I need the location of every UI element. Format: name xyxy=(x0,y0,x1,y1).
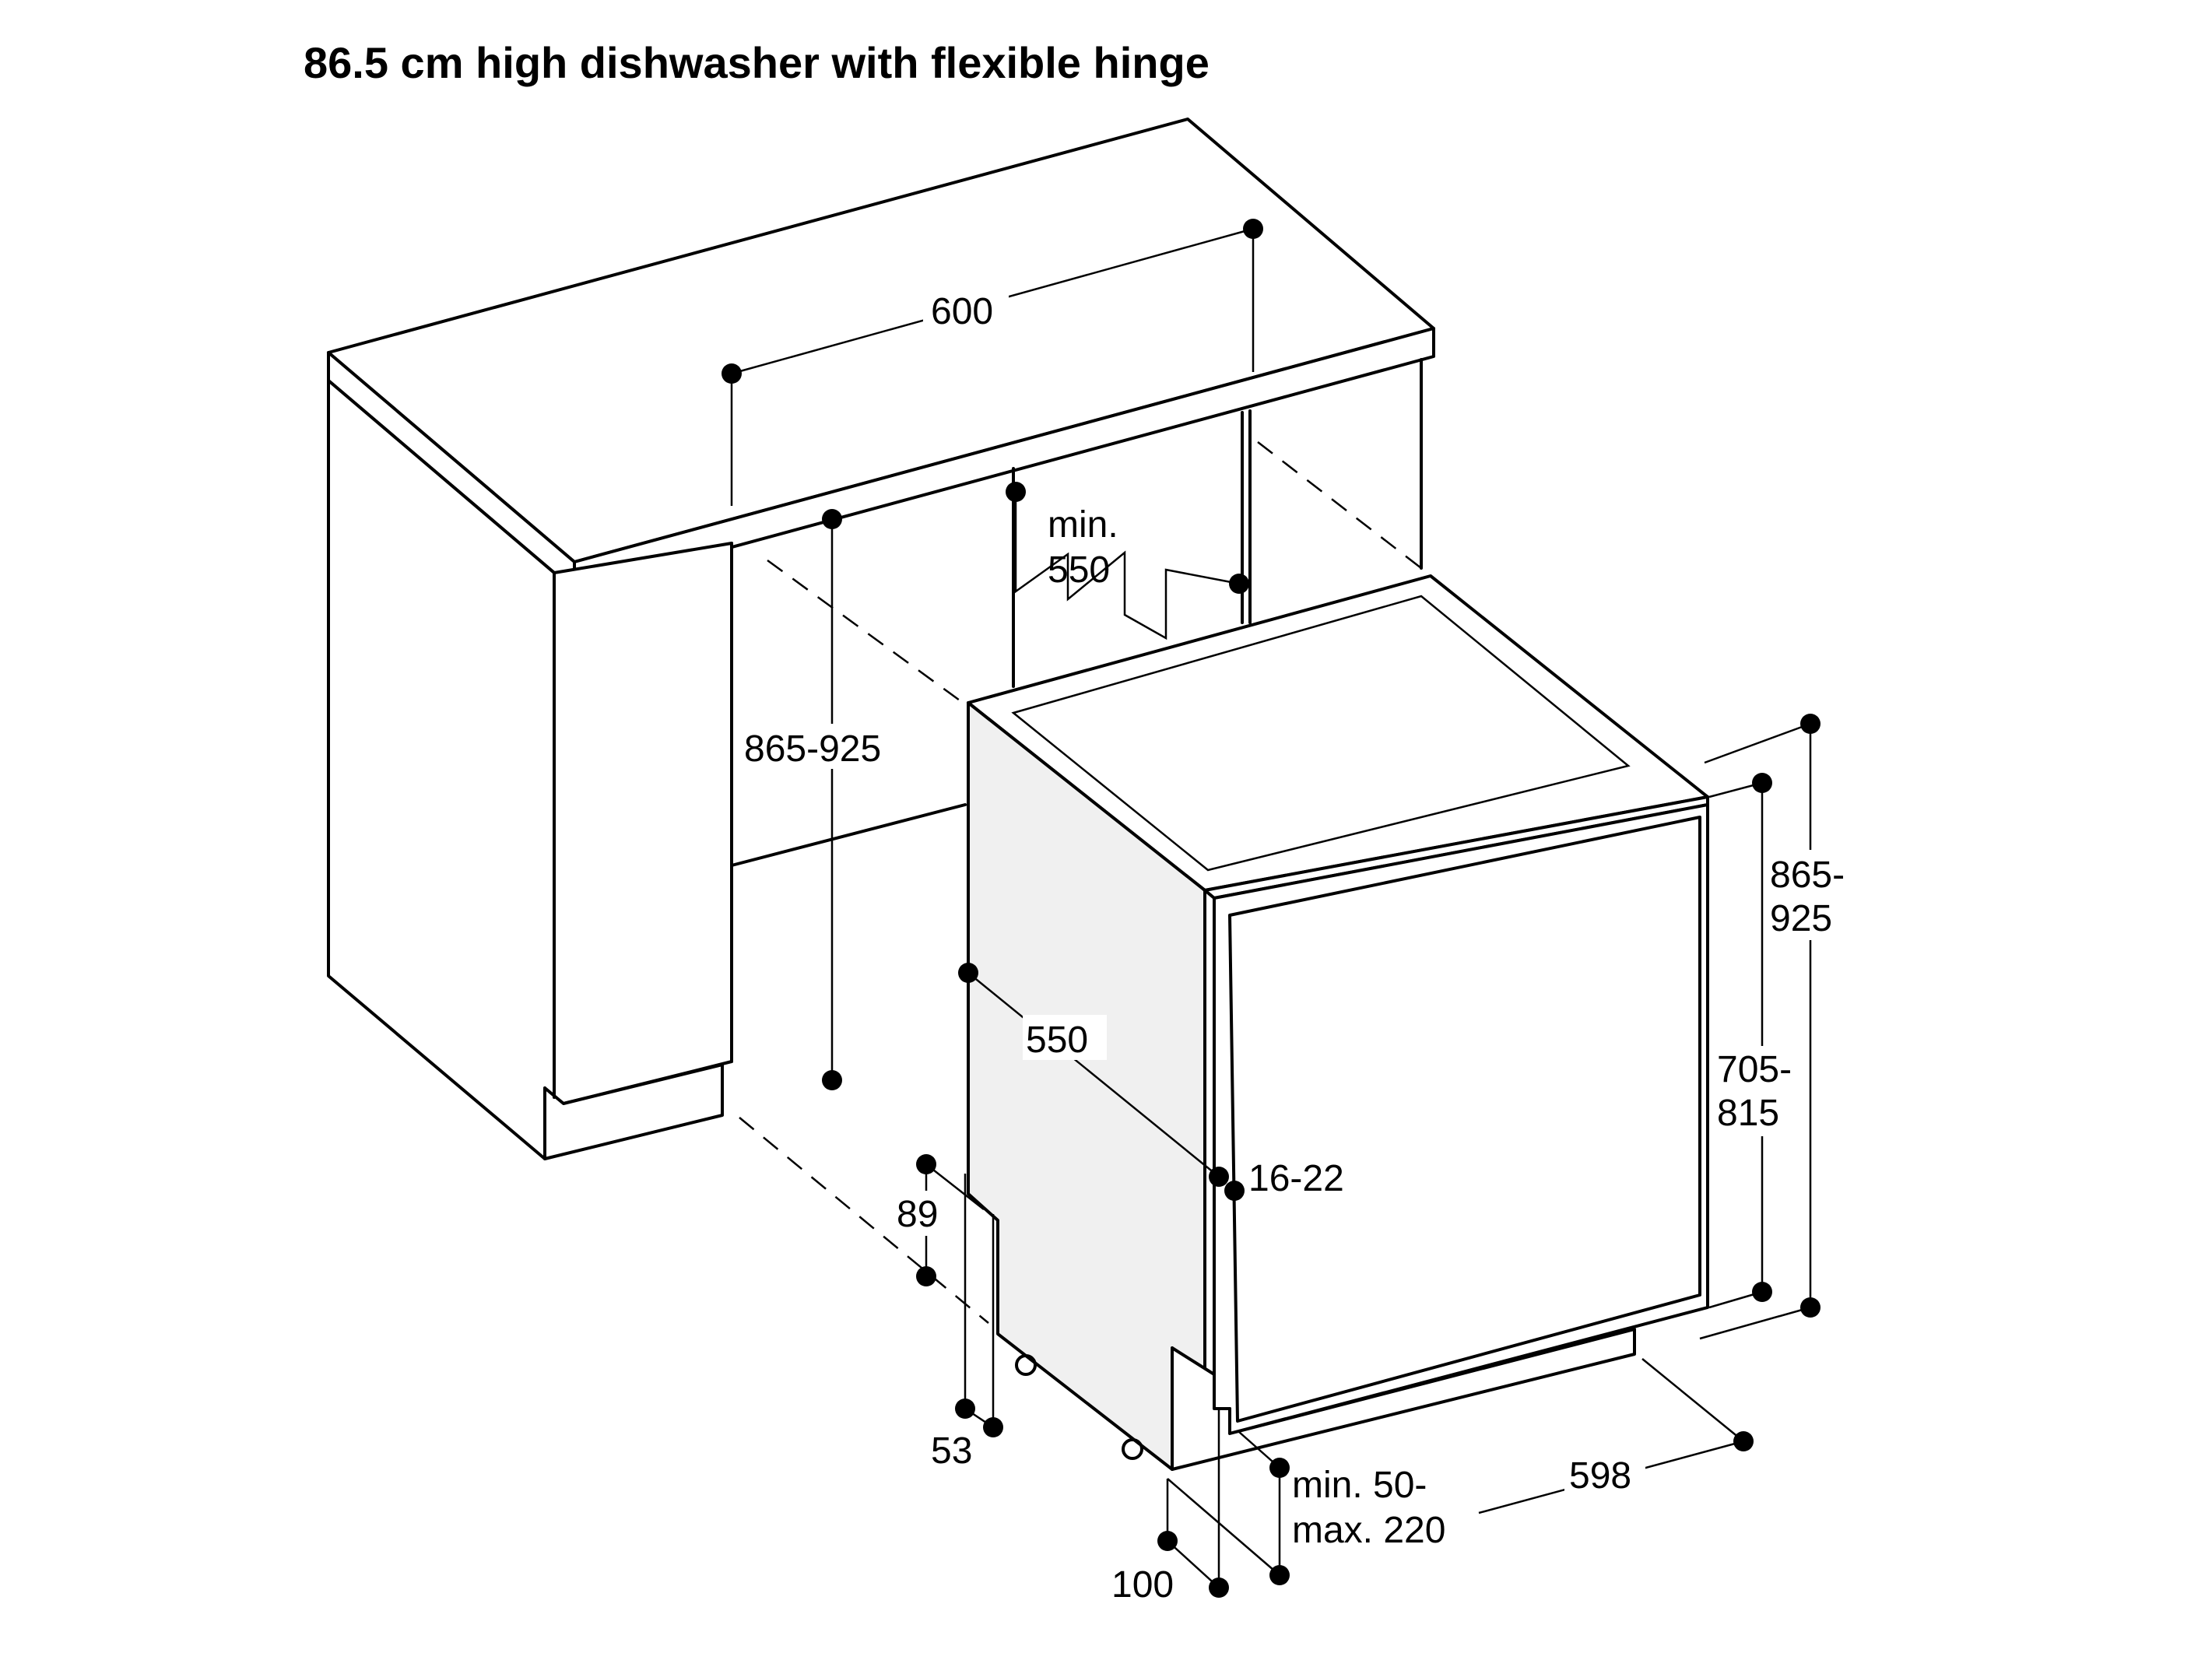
label-plinth-range-line2: max. 220 xyxy=(1292,1510,1445,1551)
label-plinth-range-line1: min. 50- xyxy=(1292,1465,1427,1506)
label-cabinet-width: 600 xyxy=(931,291,993,332)
wheel-icon xyxy=(1122,1438,1143,1460)
label-appliance-width: 598 xyxy=(1569,1455,1631,1497)
label-min-depth-line2: 550 xyxy=(1048,549,1110,591)
label-plinth-53: 53 xyxy=(931,1430,972,1472)
dishwasher xyxy=(967,574,1709,1471)
dishwasher-top-inset xyxy=(1011,595,1631,872)
label-total-height-line2: 925 xyxy=(1770,898,1832,939)
cabinet-front-panel xyxy=(553,542,733,1105)
label-cabinet-height: 865-925 xyxy=(744,728,881,770)
wheel-icon xyxy=(1015,1354,1037,1376)
dimension-labels: 600 865-925 min. 550 550 16-22 865- 925 … xyxy=(741,286,1854,1606)
label-min-depth-line1: min. xyxy=(1048,504,1118,546)
dishwasher-plinth xyxy=(1171,1328,1636,1471)
label-plinth-100: 100 xyxy=(1111,1564,1174,1606)
label-hinge-gap: 16-22 xyxy=(1248,1158,1344,1199)
label-total-height-line1: 865- xyxy=(1770,855,1845,896)
diagram-title: 86.5 cm high dishwasher with flexible hi… xyxy=(304,38,1210,87)
dishwasher-door-panel xyxy=(1228,816,1701,1423)
dimension-dots xyxy=(722,219,1821,1598)
kitchen-cabinet xyxy=(327,118,1435,1324)
label-depth: 550 xyxy=(1026,1020,1088,1061)
label-plinth-89: 89 xyxy=(897,1194,938,1235)
cabinet-plinth xyxy=(543,1063,724,1160)
label-door-height-line2: 815 xyxy=(1717,1093,1779,1134)
label-door-height-line1: 705- xyxy=(1717,1049,1792,1090)
